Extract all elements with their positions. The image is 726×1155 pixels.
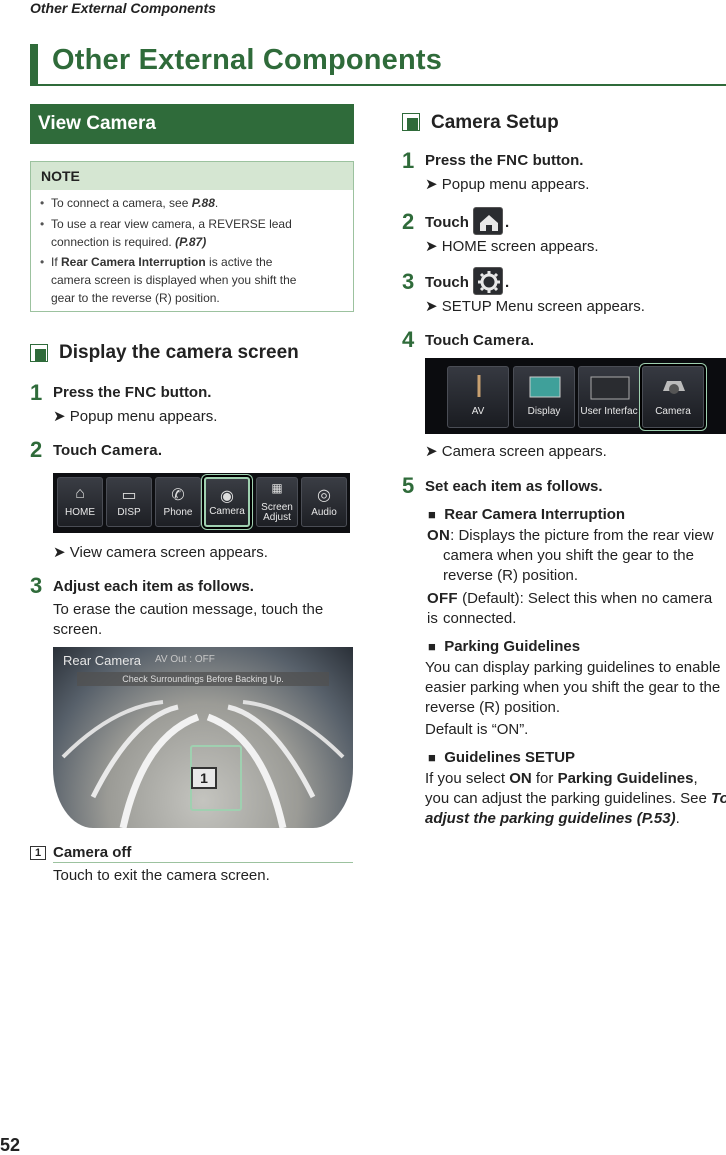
parking-guidelines-default: Default is “ON”. <box>425 721 529 738</box>
menu-button-screen-adjust[interactable]: ▦ Screen Adjust <box>256 477 298 527</box>
camera-screen-title: Rear Camera <box>63 653 142 668</box>
step-text: Touch Camera. <box>425 332 535 349</box>
keyword: Rear Camera Interruption <box>61 255 206 269</box>
page-ref[interactable]: To <box>711 790 726 807</box>
option-on-description: ON: Displays the picture from the rear v… <box>427 527 714 544</box>
setting-heading: ■ Rear Camera Interruption <box>428 506 626 523</box>
page-ref[interactable]: P.88 <box>191 196 215 210</box>
note-heading: NOTE <box>41 168 80 184</box>
step-result: ➤ HOME screen appears. <box>425 238 599 255</box>
gear-icon[interactable] <box>473 267 503 295</box>
step-result: ➤ Popup menu appears. <box>53 408 218 425</box>
step-text-tail: . <box>505 214 510 231</box>
chapter-bar <box>30 44 38 86</box>
step-text: Press the FNC button. <box>53 384 212 401</box>
setup-button-user-interface[interactable]: User Interfac <box>578 366 640 428</box>
chapter-title: Other External Components <box>52 44 443 76</box>
note-box: NOTE To connect a camera, see P.88. To u… <box>30 161 354 312</box>
av-out-status: AV Out : OFF <box>155 654 215 665</box>
step-text: Set each item as follows. <box>425 478 603 495</box>
guidelines-setup-description-cont: you can adjust the parking guidelines. S… <box>425 789 726 809</box>
subsection-title: Display the camera screen <box>59 342 299 363</box>
parking-lines-graphic <box>61 700 345 828</box>
subsection-icon <box>402 113 420 131</box>
parking-guidelines-description: You can display parking guidelines to en… <box>425 659 721 716</box>
step-number: 2 <box>402 209 415 234</box>
step-number: 1 <box>30 380 43 405</box>
display-icon <box>529 376 561 398</box>
square-bullet-icon: ■ <box>428 639 436 654</box>
step-text: Adjust each item as follows. <box>53 578 254 595</box>
menu-button-camera[interactable]: ◉ Camera <box>204 477 250 527</box>
camera-off-badge[interactable]: 1 <box>191 767 217 789</box>
audio-icon: ◎ <box>317 487 331 504</box>
step-text: Touch Camera. <box>53 442 163 459</box>
section-banner: View Camera <box>30 104 354 144</box>
menu-button-disp[interactable]: ▭ DISP <box>106 477 152 527</box>
step-result: ➤ Camera screen appears. <box>425 443 607 460</box>
popup-menu-screenshot: ⌂ HOME ▭ DISP ✆ Phone ◉ Camera ▦ Screen … <box>53 473 350 533</box>
callout-title: Camera off <box>53 844 132 861</box>
menu-button-audio[interactable]: ◎ Audio <box>301 477 347 527</box>
setup-button-av[interactable]: AV <box>447 366 509 428</box>
step-result: ➤ View camera screen appears. <box>53 544 268 561</box>
section-title: View Camera <box>38 113 156 134</box>
step-text-tail: . <box>505 274 510 291</box>
user-interface-icon <box>590 376 630 400</box>
caution-message[interactable]: Check Surroundings Before Backing Up. <box>77 672 329 686</box>
note-item: If Rear Camera Interruption is active th… <box>40 253 336 307</box>
step-number: 1 <box>402 148 415 173</box>
subsection-icon <box>30 344 48 362</box>
page-number: 52 <box>0 1135 21 1155</box>
av-cable-icon <box>477 375 481 397</box>
step-number: 4 <box>402 327 415 352</box>
step-result: ➤ SETUP Menu screen appears. <box>425 298 645 315</box>
setup-button-display[interactable]: Display <box>513 366 575 428</box>
step-number: 3 <box>402 269 415 294</box>
running-head: Other External Components <box>30 0 216 16</box>
chapter-rule <box>30 84 726 86</box>
callout-number: 1 <box>30 846 46 860</box>
setup-button-camera[interactable]: Camera <box>642 366 704 428</box>
setup-menu-screenshot: AV Display User Interfac Camera <box>425 358 726 434</box>
option-off-description: OFF (Default): Select this when no camer… <box>427 590 713 627</box>
setting-heading: ■ Guidelines SETUP <box>428 749 576 766</box>
step-result: ➤ Popup menu appears. <box>425 176 590 193</box>
page-ref[interactable]: (P.87) <box>175 235 207 249</box>
setting-heading: ■ Parking Guidelines <box>428 638 581 655</box>
step-number: 5 <box>402 473 415 498</box>
note-item: To connect a camera, see P.88. <box>40 194 336 212</box>
screen-adjust-icon: ▦ <box>271 481 283 495</box>
step-number: 2 <box>30 437 43 462</box>
camera-icon: ◉ <box>220 488 234 505</box>
callout-rule <box>53 862 353 863</box>
note-heading-bar: NOTE <box>31 162 353 190</box>
subsection-title: Camera Setup <box>431 112 559 133</box>
page-ref[interactable]: adjust the parking guidelines (P.53) <box>425 810 676 827</box>
step-text: Press the FNC button. <box>425 152 584 169</box>
step-text: Touch <box>425 274 469 291</box>
menu-button-phone[interactable]: ✆ Phone <box>155 477 201 527</box>
step-number: 3 <box>30 573 43 598</box>
camera-icon <box>663 381 685 394</box>
phone-icon: ✆ <box>171 487 185 504</box>
callout-text: Touch to exit the camera screen. <box>53 867 270 884</box>
display-icon: ▭ <box>121 487 137 504</box>
guidelines-setup-link: adjust the parking guidelines (P.53). <box>425 810 680 827</box>
step-text: Touch <box>425 214 469 231</box>
square-bullet-icon: ■ <box>428 750 436 765</box>
note-item: To use a rear view camera, a REVERSE lea… <box>40 215 336 251</box>
home-icon[interactable] <box>473 207 503 235</box>
square-bullet-icon: ■ <box>428 507 436 522</box>
guidelines-setup-description: If you select ON for Parking Guidelines, <box>425 770 698 787</box>
rear-camera-screenshot[interactable]: Rear Camera AV Out : OFF Check Surroundi… <box>53 647 353 828</box>
option-off-description-cont: connected. <box>443 610 517 627</box>
menu-button-home[interactable]: ⌂ HOME <box>57 477 103 527</box>
home-icon: ⌂ <box>75 485 85 502</box>
